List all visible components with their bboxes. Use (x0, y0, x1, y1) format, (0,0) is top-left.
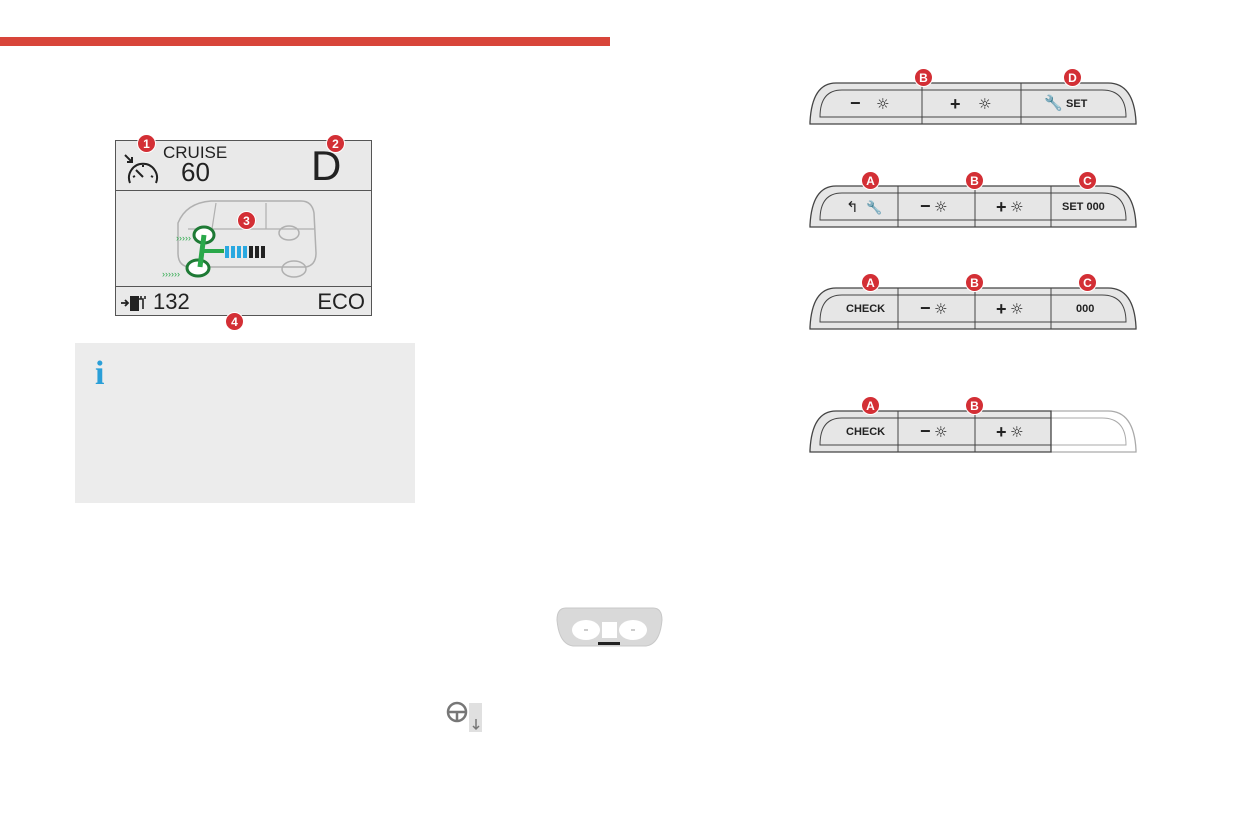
control-panel-2: ↰ 🔧 − ☼ + ☼ SET 000 (809, 185, 1137, 228)
steering-wheel-icon (446, 701, 482, 732)
hybrid-vehicle-icon: ››››› ›››››› (162, 200, 317, 279)
svg-text:−: − (920, 196, 931, 216)
panel3-marker-b: B (965, 273, 984, 292)
control-panel-4: CHECK − ☼ + ☼ (809, 410, 1137, 453)
reset-button[interactable]: 000 (1076, 303, 1094, 315)
brightness-down-button[interactable]: − ☼ (920, 421, 947, 441)
brightness-up-button[interactable]: + ☼ (950, 94, 991, 114)
display-bottom-row: 132 ECO (116, 289, 371, 317)
cruise-label: CRUISE (163, 143, 228, 162)
return-icon: ↰ (846, 198, 859, 216)
svg-text:☼: ☼ (1010, 423, 1023, 441)
svg-text:+: + (996, 299, 1007, 319)
svg-text:☼: ☼ (934, 300, 947, 318)
info-note-box: i (75, 343, 415, 503)
svg-text:☼: ☼ (934, 423, 947, 441)
header-accent-bar (0, 37, 610, 46)
wrench-icon: 🔧 (866, 199, 882, 216)
svg-text:☼: ☼ (978, 95, 991, 113)
panel2-marker-c: C (1078, 171, 1097, 190)
brightness-up-button[interactable]: + ☼ (996, 299, 1023, 319)
panel3-marker-a: A (861, 273, 880, 292)
range-value: 132 (153, 289, 190, 314)
panel3-marker-c: C (1078, 273, 1097, 292)
panel4-marker-b: B (965, 396, 984, 415)
svg-text:+: + (996, 197, 1007, 217)
info-icon: i (95, 355, 105, 392)
svg-text:››››››: ›››››› (162, 269, 180, 279)
drive-mode: ECO (317, 289, 365, 314)
control-panel-3: CHECK − ☼ + ☼ 000 (809, 287, 1137, 330)
callout-marker-1: 1 (137, 134, 156, 153)
svg-text:+: + (996, 422, 1007, 442)
svg-text:−: − (850, 93, 861, 113)
panel4-marker-a: A (861, 396, 880, 415)
instrument-display: CRUISE 60 D ››››› ›››››› (115, 140, 372, 316)
callout-marker-2: 2 (326, 134, 345, 153)
panel2-marker-a: A (861, 171, 880, 190)
cruise-speed: 60 (181, 157, 210, 187)
set-button[interactable]: 🔧 SET (1044, 93, 1088, 112)
set-button-label: SET (1066, 98, 1088, 110)
check-button[interactable]: CHECK (846, 426, 885, 438)
brightness-down-button[interactable]: − ☼ (920, 196, 947, 216)
control-panel-1: − ☼ + ☼ 🔧 SET (809, 82, 1137, 125)
svg-text:−: − (920, 298, 931, 318)
panel1-marker-b: B (914, 68, 933, 87)
callout-marker-4: 4 (225, 312, 244, 331)
panel1-marker-d: D (1063, 68, 1082, 87)
cruise-speedometer-icon (124, 154, 158, 184)
svg-text:›››››: ››››› (176, 233, 191, 243)
brightness-down-button[interactable]: − ☼ (920, 298, 947, 318)
back-button[interactable]: ↰ 🔧 (846, 198, 882, 216)
set-reset-button[interactable]: SET 000 (1062, 201, 1105, 213)
brightness-down-button[interactable]: − ☼ (850, 93, 889, 113)
fuel-range-icon (121, 296, 146, 311)
svg-text:☼: ☼ (876, 95, 889, 113)
panel2-marker-b: B (965, 171, 984, 190)
display-top-row: CRUISE 60 D (116, 141, 371, 191)
check-button[interactable]: CHECK (846, 303, 885, 315)
wrench-icon: 🔧 (1044, 93, 1063, 112)
callout-marker-3: 3 (237, 211, 256, 230)
svg-text:+: + (950, 94, 961, 114)
brightness-up-button[interactable]: + ☼ (996, 197, 1023, 217)
dashboard-thumbnail-icon (556, 607, 663, 647)
svg-text:☼: ☼ (934, 198, 947, 216)
brightness-up-button[interactable]: + ☼ (996, 422, 1023, 442)
svg-text:−: − (920, 421, 931, 441)
svg-text:☼: ☼ (1010, 198, 1023, 216)
svg-text:☼: ☼ (1010, 300, 1023, 318)
vehicle-diagram: ››››› ›››››› (116, 193, 371, 287)
